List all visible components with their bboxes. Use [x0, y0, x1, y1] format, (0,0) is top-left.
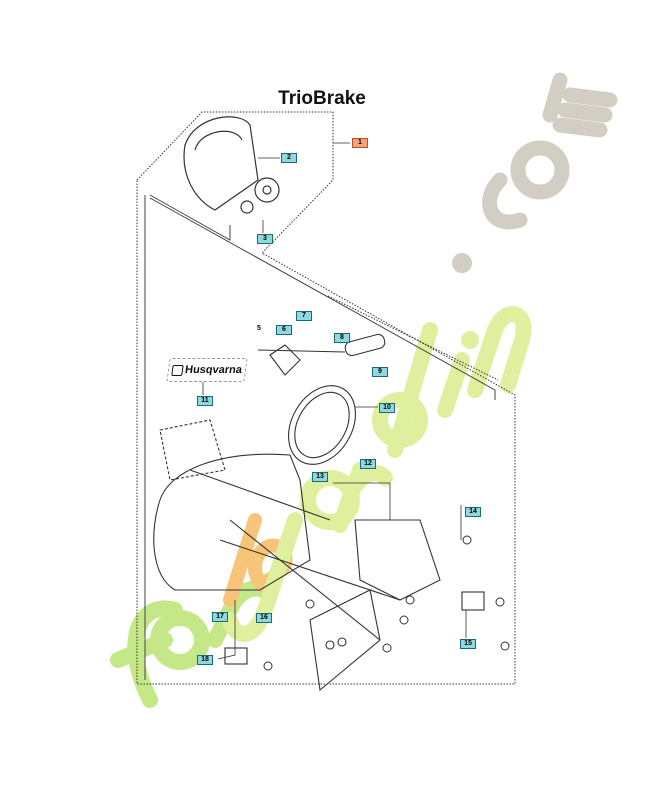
- part-label-5[interactable]: 5: [257, 325, 261, 332]
- title-text: TrioBrake: [278, 88, 366, 109]
- part-label-18[interactable]: 18: [197, 655, 213, 665]
- screws: [263, 535, 510, 671]
- part-label-8[interactable]: 8: [334, 333, 350, 343]
- decal-text: Husqvarna: [184, 364, 243, 376]
- part-label-17[interactable]: 17: [212, 612, 228, 622]
- part-clutch-cover: [153, 419, 485, 692]
- part-label-2[interactable]: 2: [281, 153, 297, 163]
- part-label-6[interactable]: 6: [276, 325, 292, 335]
- assembly-outline: [136, 111, 516, 685]
- part-label-10[interactable]: 10: [379, 403, 395, 413]
- part-housing: [183, 116, 280, 214]
- part-label-15[interactable]: 15: [460, 639, 476, 649]
- husqvarna-decal: Husqvarna: [166, 358, 248, 382]
- part-label-1[interactable]: 1: [352, 138, 368, 148]
- leader-lines: [202, 142, 467, 660]
- part-brake-mechanism: [257, 333, 386, 465]
- part-label-14[interactable]: 14: [465, 507, 481, 517]
- husqvarna-logo-icon: [171, 364, 184, 376]
- part-label-12[interactable]: 12: [360, 459, 376, 469]
- watermark-logo: [110, 72, 618, 708]
- diagram-title: TrioBrake: [0, 88, 652, 110]
- part-label-16[interactable]: 16: [256, 613, 272, 623]
- part-label-11[interactable]: 11: [197, 396, 213, 406]
- part-label-3[interactable]: 3: [257, 234, 273, 244]
- part-label-9[interactable]: 9: [372, 367, 388, 377]
- frame-lines: [144, 194, 496, 680]
- part-label-13[interactable]: 13: [312, 472, 328, 482]
- part-label-7[interactable]: 7: [296, 311, 312, 321]
